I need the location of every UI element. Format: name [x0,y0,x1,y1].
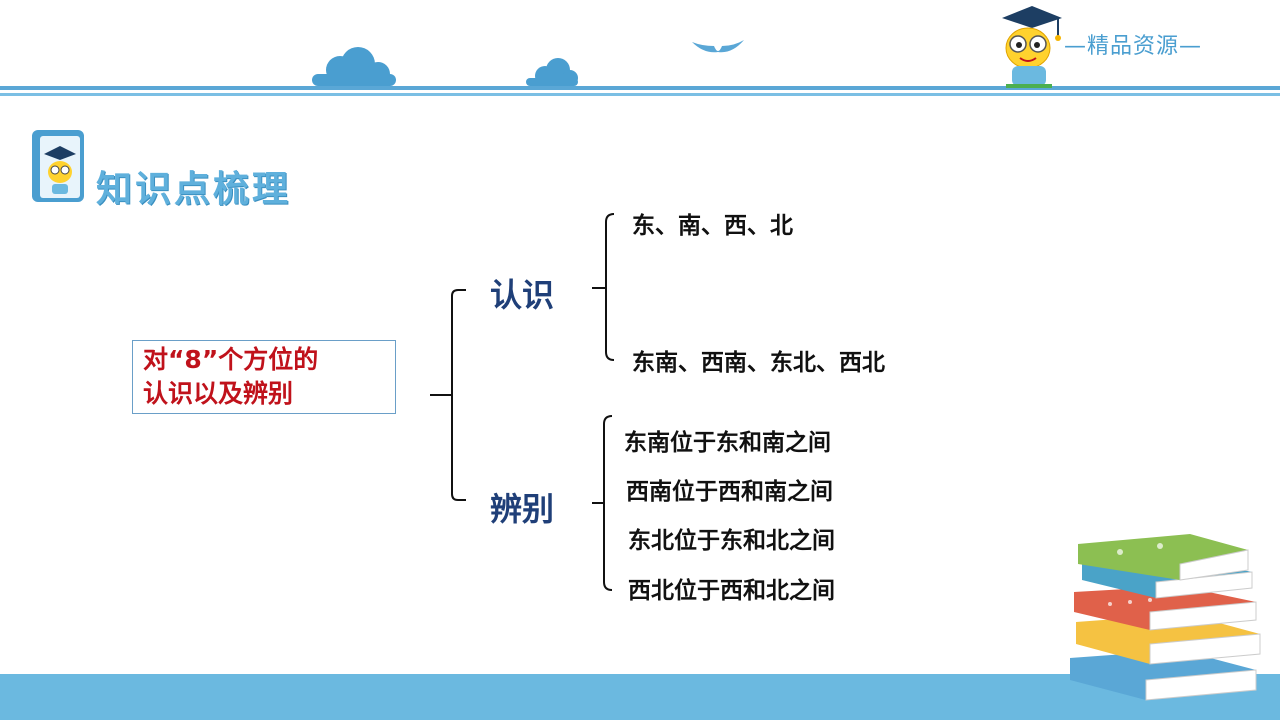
branch-recognize: 认识 [490,276,555,314]
section-book-icon [32,130,84,202]
leaf-cardinal-directions: 东、南、西、北 [632,213,793,239]
root-text-line1: 对“8”个方位的 [143,345,319,374]
leaf-southeast: 东南位于东和南之间 [624,430,831,456]
header-rule-bottom [0,93,1280,96]
leaf-northwest: 西北位于西和北之间 [628,578,835,604]
root-text-line2: 认识以及辨别 [143,379,294,408]
header-rule-top [0,86,1280,90]
branch-distinguish: 辨别 [490,490,555,528]
footer-band [0,674,1280,720]
mindmap-root: 对“8”个方位的 认识以及辨别 [132,340,396,414]
bird-icon [692,40,744,53]
leaf-southwest: 西南位于西和南之间 [626,479,833,505]
cloud-decoration [312,47,578,86]
leaf-northeast: 东北位于东和北之间 [628,528,835,554]
leaf-intercardinal-directions: 东南、西南、东北、西北 [632,350,885,376]
section-title: 知识点梳理 [96,169,292,210]
book-stack-icon [1070,534,1261,701]
mascot-icon [1002,6,1062,88]
brand-text: —精品资源— [1064,34,1203,59]
